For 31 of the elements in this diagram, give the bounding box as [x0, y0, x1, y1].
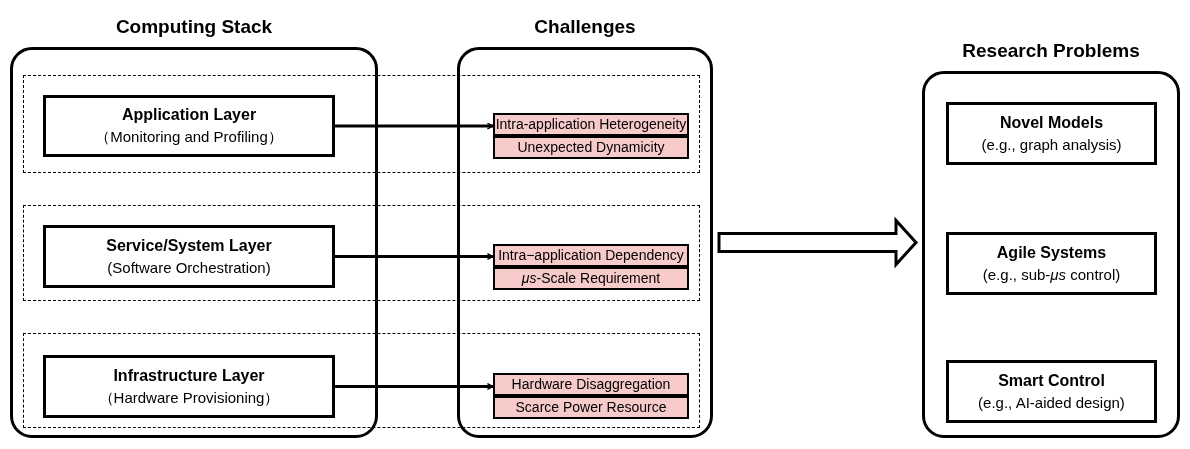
box-title: Infrastructure Layer: [113, 365, 265, 386]
layer-box: [946, 232, 1157, 295]
box-title: Agile Systems: [996, 242, 1107, 263]
box-title: Application Layer: [121, 105, 257, 125]
layer-box: [43, 225, 335, 288]
challenge-box: Scarce Power Resource: [493, 396, 689, 419]
arrow: [335, 122, 494, 130]
challenge-box: Intra-application Heterogeneity: [493, 113, 689, 136]
layer-box: [946, 102, 1157, 165]
box-subtitle: (e.g., sub-μs control): [982, 264, 1121, 285]
box-subtitle: （Hardware Provisioning）: [98, 387, 280, 408]
box-subtitle: （Monitoring and Profiling）: [95, 127, 283, 147]
panel-heading: Computing Stack: [114, 15, 274, 39]
challenge-box: Intra−application Dependency: [493, 244, 689, 267]
arrow: [335, 253, 494, 260]
box-title: Service/System Layer: [106, 235, 272, 256]
panel-heading: Research Problems: [961, 39, 1141, 63]
box-title: Novel Models: [999, 112, 1104, 133]
layer-box: [43, 355, 335, 418]
challenge-box: Hardware Disaggregation: [493, 373, 689, 396]
box-subtitle: (e.g., AI-aided design): [978, 392, 1125, 413]
layer-box: [43, 95, 335, 157]
challenge-box: μs-Scale Requirement: [493, 267, 689, 290]
block-arrow: [717, 216, 919, 269]
arrow: [335, 383, 494, 390]
box-title: Smart Control: [998, 370, 1105, 391]
layer-box: [946, 360, 1157, 423]
challenge-box: Unexpected Dynamicity: [493, 136, 689, 159]
box-subtitle: (e.g., graph analysis): [981, 134, 1122, 155]
box-subtitle: (Software Orchestration): [107, 257, 271, 278]
panel-heading: Challenges: [533, 15, 637, 39]
